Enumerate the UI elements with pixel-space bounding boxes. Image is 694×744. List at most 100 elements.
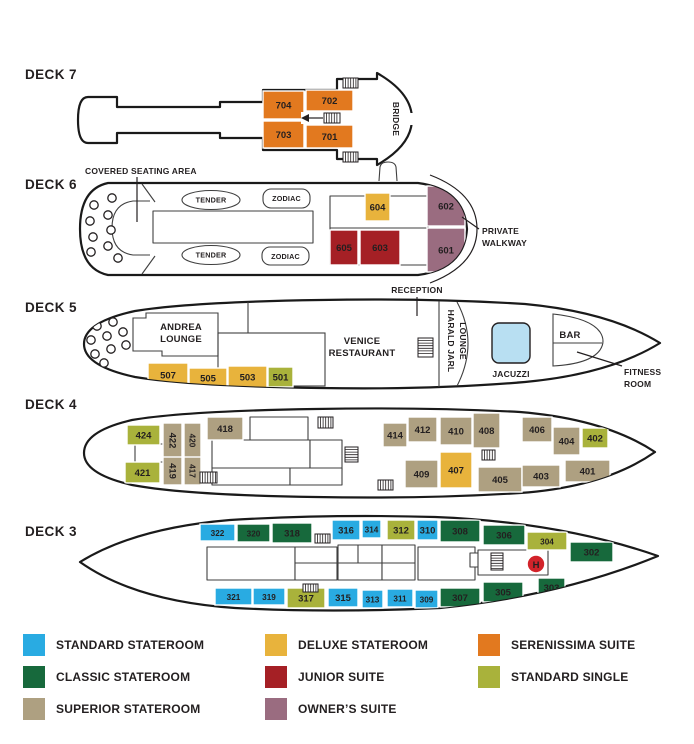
legend-label: STANDARD SINGLE: [511, 670, 629, 684]
cabin-312: 312: [386, 519, 416, 541]
stairs-icon: [490, 552, 504, 571]
porthole-icon: [85, 216, 95, 226]
legend-item-classic_stateroom: CLASSIC STATEROOM: [23, 666, 190, 688]
room: [289, 467, 343, 486]
cabin-604: 604: [364, 192, 391, 222]
deck-7-label: DECK 7: [25, 67, 77, 82]
stairs-icon: [317, 416, 334, 429]
cabin-number: 605: [336, 243, 353, 254]
cabin-422: 422: [162, 422, 183, 459]
porthole-icon: [107, 193, 117, 203]
stairs-icon: [417, 337, 434, 358]
stairs-icon: [302, 583, 319, 593]
legend-label: SERENISSIMA SUITE: [511, 638, 636, 652]
legend-item-serenissima_suite: SERENISSIMA SUITE: [478, 634, 635, 656]
cabin-number: 417: [188, 464, 197, 478]
cabin-number: 408: [479, 426, 495, 437]
cabin-302: 302: [569, 541, 614, 563]
cabin-number: 302: [584, 547, 600, 558]
cabin-number: 303: [544, 583, 560, 594]
private-walkway-label: PRIVATE: [482, 226, 519, 236]
andrea-lounge-label: LOUNGE: [160, 334, 202, 345]
room: [294, 562, 338, 581]
bridge-door-gap: [406, 113, 415, 125]
porthole-icon: [88, 232, 98, 242]
cabin-number: 312: [393, 525, 409, 536]
stairs-icon: [314, 533, 331, 544]
venice-restaurant-label: VENICE: [344, 336, 381, 347]
hospital-circle-icon: [527, 555, 545, 573]
cabin-315: 315: [327, 587, 359, 608]
legend-label: STANDARD STATEROOM: [56, 638, 205, 652]
legend-label: JUNIOR SUITE: [298, 670, 385, 684]
funnel-icon: [378, 161, 398, 182]
porthole-icon: [99, 358, 109, 368]
cabin-417: 417: [183, 456, 202, 486]
cabin-307: 307: [439, 587, 481, 608]
legend-item-standard_single: STANDARD SINGLE: [478, 666, 628, 688]
tender-boat: [181, 244, 241, 266]
cabin-number: 420: [188, 434, 197, 448]
cabin-318: 318: [271, 522, 313, 544]
legend-swatch-standard_stateroom: [23, 634, 45, 656]
cabin-305: 305: [482, 581, 524, 603]
cabin-number: 702: [322, 96, 338, 107]
stairs-icon: [344, 446, 359, 463]
cabin-703: 703: [262, 120, 305, 149]
zodiac-boat: [262, 188, 311, 209]
private-walkway-label: WALKWAY: [482, 238, 527, 248]
cabin-number: 310: [420, 525, 436, 536]
stairs-icon: [323, 112, 341, 124]
cabin-420: 420: [183, 422, 202, 459]
cabin-number: 320: [247, 529, 261, 538]
cabin-406: 406: [521, 416, 553, 443]
jacuzzi: [491, 322, 531, 364]
cabin-304: 304: [526, 531, 568, 551]
andrea-lounge-label: ANDREA: [160, 322, 202, 333]
cabin-405: 405: [477, 466, 523, 493]
cabin-321: 321: [214, 587, 253, 606]
porthole-icon: [86, 335, 96, 345]
room: [381, 562, 416, 581]
venice-restaurant-label: RESTAURANT: [329, 348, 396, 359]
stairs-arrow-icon: [301, 114, 309, 122]
porthole-icon: [90, 349, 100, 359]
deck-5-label: DECK 5: [25, 300, 77, 315]
porthole-icon: [108, 317, 118, 327]
deck-7-hull: [76, 71, 414, 167]
cabin-702: 702: [305, 89, 354, 112]
cabin-number: 309: [420, 595, 434, 604]
legend-swatch-deluxe_stateroom: [265, 634, 287, 656]
seating-wall: [141, 183, 156, 203]
fitness-room-label: FITNESS: [624, 367, 661, 377]
cabin-number: 501: [273, 372, 290, 383]
stairs-icon: [342, 151, 359, 163]
cabin-number: 316: [338, 525, 354, 536]
cabin-number: 414: [387, 430, 404, 441]
porthole-icon: [86, 247, 96, 257]
bar-wall: [552, 313, 604, 367]
legend-swatch-owners_suite: [265, 698, 287, 720]
fitness-pointer: [576, 351, 623, 367]
helipad-marker: H: [527, 555, 545, 573]
zodiac-label: ZODIAC: [271, 252, 300, 261]
cabin-number: 407: [448, 465, 464, 476]
cabin-number: 304: [540, 537, 554, 546]
cabin-number: 308: [452, 526, 468, 537]
cabin-number: 505: [200, 373, 217, 384]
room: [134, 443, 168, 463]
cabin-number: 406: [529, 425, 545, 436]
room: [309, 439, 343, 471]
legend-item-deluxe_stateroom: DELUXE STATEROOM: [265, 634, 428, 656]
harald-jarl-lounge-label: LOUNGE: [458, 322, 468, 360]
legend-swatch-junior_suite: [265, 666, 287, 688]
cabin-424: 424: [126, 424, 161, 446]
cabin-418: 418: [206, 416, 244, 441]
jacuzzi-label: JACUZZI: [492, 369, 529, 379]
legend-swatch-standard_single: [478, 666, 500, 688]
legend-swatch-classic_stateroom: [23, 666, 45, 688]
cabin-number: 604: [370, 202, 387, 213]
tender-label: TENDER: [196, 251, 227, 260]
